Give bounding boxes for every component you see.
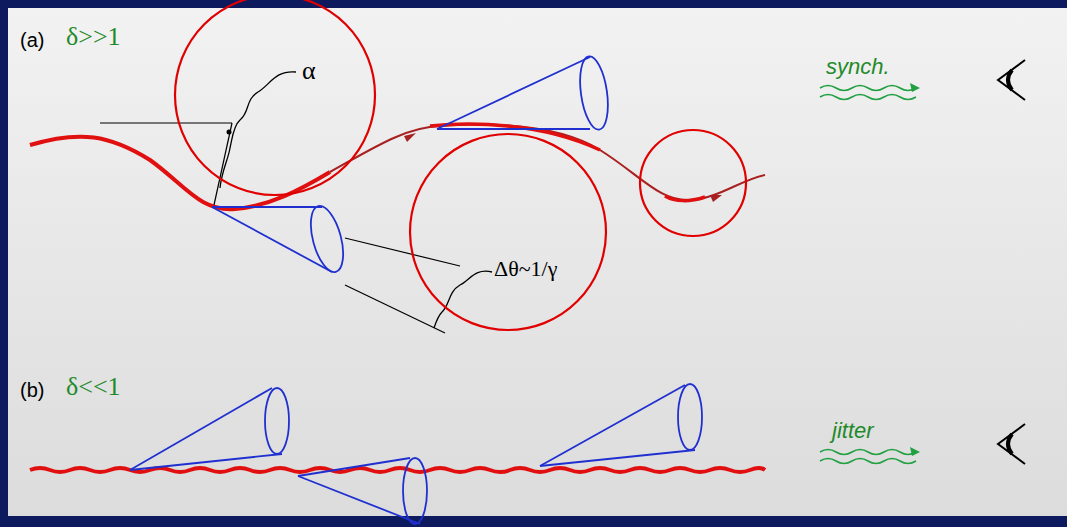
emission-cone <box>540 450 695 466</box>
eye-symbol <box>998 60 1025 100</box>
wave-arrow <box>820 459 916 464</box>
reference-line <box>214 123 232 205</box>
leader-line <box>220 72 296 188</box>
emission-cone <box>265 388 289 454</box>
emission-cone <box>212 207 332 272</box>
emission-cone <box>678 384 702 450</box>
panel-letter: (a) <box>20 30 44 50</box>
wave-arrow <box>820 95 916 100</box>
arrowhead <box>910 83 920 92</box>
electron-trajectory <box>330 125 765 201</box>
electron-trajectory <box>430 124 600 150</box>
arrowhead <box>404 133 416 142</box>
wave-arrow <box>820 450 916 455</box>
reference-line <box>100 122 232 123</box>
emission-cone <box>212 206 322 208</box>
arrowhead <box>910 447 920 456</box>
panel-letter: (b) <box>20 380 44 400</box>
emission-cone <box>298 458 410 476</box>
emission-cone <box>437 57 590 129</box>
electron-trajectory <box>30 137 330 210</box>
emission-cone <box>305 203 350 276</box>
cone-angle-label: Δθ~1/γ <box>494 258 557 280</box>
angle-label: α <box>302 58 316 84</box>
dimension-line <box>345 238 460 266</box>
regime-condition: δ>>1 <box>66 24 121 50</box>
emission-cone <box>298 476 420 524</box>
emission-cone <box>576 55 612 132</box>
radiation-type: jitter <box>832 420 874 442</box>
highlight-circle <box>640 130 746 236</box>
arrowhead <box>710 195 722 202</box>
electron-trajectory <box>665 196 705 201</box>
wave-arrow <box>820 86 916 91</box>
eye-symbol <box>998 424 1025 464</box>
emission-cone <box>403 458 427 524</box>
angle-dot <box>227 130 232 135</box>
emission-cone <box>437 128 590 130</box>
regime-condition: δ<<1 <box>66 374 121 400</box>
emission-cone <box>130 454 282 470</box>
highlight-circle <box>175 0 375 195</box>
radiation-type: synch. <box>826 56 890 78</box>
highlight-circle <box>410 134 606 330</box>
